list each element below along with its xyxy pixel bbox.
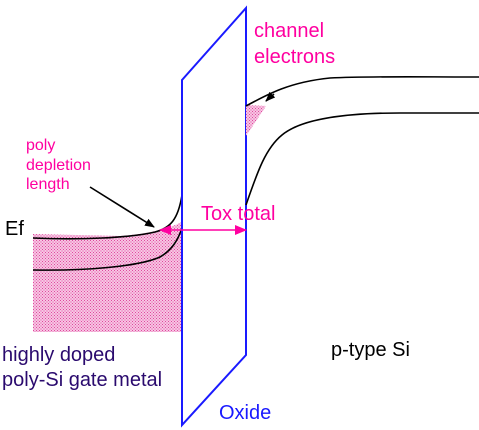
substrate-conduction-band	[245, 75, 479, 107]
oxide-label: Oxide	[219, 402, 271, 424]
poly-depletion-arrow	[89, 186, 155, 228]
oxide-layer	[181, 5, 247, 428]
fermi-level-label: Ef	[5, 218, 24, 240]
poly-depletion-label-line3: length	[26, 176, 70, 193]
tox-total-label: Tox total	[201, 203, 275, 225]
gate-doped-region	[33, 222, 182, 332]
channel-electron-region	[246, 105, 266, 136]
channel-electrons-arrow	[265, 91, 276, 102]
poly-depletion-label-line2: depletion	[26, 157, 91, 174]
channel-label-line2: electrons	[254, 46, 335, 68]
substrate-valence-band	[245, 112, 479, 206]
gate-upper-band	[32, 194, 183, 240]
channel-label-line1: channel	[254, 20, 324, 42]
poly-depletion-label-line1: poly	[26, 137, 55, 154]
substrate-label: p-type Si	[331, 339, 410, 361]
gate-label-line2: poly-Si gate metal	[2, 369, 162, 391]
gate-lower-band	[32, 227, 183, 271]
gate-label-line1: highly doped	[2, 344, 115, 366]
